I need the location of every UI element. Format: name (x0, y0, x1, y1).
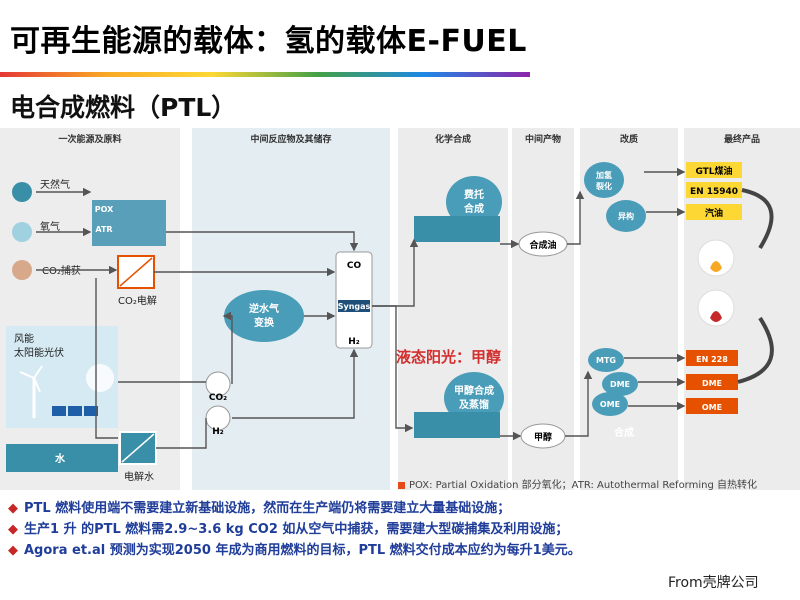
synthetic-oil-label: 合成油 (529, 239, 556, 251)
oxygen-label: 氧气 (40, 220, 60, 233)
h2-node-label: H₂ (212, 427, 224, 437)
ft-label-line1: 费托 (464, 188, 484, 201)
product-en15940-label: EN 15940 (690, 187, 738, 197)
methanol-label-line2: 及蒸馏 (459, 398, 489, 411)
product-gasoline-label: 汽油 (705, 207, 723, 219)
bullet-text: 生产1 升 的PTL 燃料需2.9~3.6 kg CO2 如从空气中捕获，需要建… (24, 522, 569, 537)
co2-node (205, 371, 231, 397)
water-electrolysis-label: 电解水 (124, 470, 154, 483)
diamond-bullet-icon: ◆ (8, 522, 18, 537)
hydrocracking-label-line1: 加氢 (595, 170, 612, 180)
water-label: 水 (54, 452, 66, 465)
product-en15940 (686, 182, 742, 198)
liquid-sunshine-callout: 液态阳光：甲醇 (396, 348, 502, 366)
natural-gas-label: 天然气 (40, 178, 70, 191)
column-header-intermediate-product: 中间产物 (525, 133, 561, 145)
co2-electrolysis-label: CO₂电解 (118, 294, 157, 307)
bullet-list: ◆ PTL 燃料使用端不需要建立新基础设施，然而在生产端仍将需要建立大量基础设施；… (8, 498, 798, 561)
methanol-synthesis-unit (444, 372, 504, 424)
product-gtl-label: GTL煤油 (695, 165, 732, 177)
rwgs-label-line1: 逆水气 (249, 302, 279, 315)
dme-unit-label: DME (610, 380, 630, 389)
methanol-label-line1: 甲醇合成 (454, 384, 494, 397)
synthesis-label: 合成 (613, 426, 634, 439)
ome-unit (592, 392, 628, 416)
bullet-item: ◆ PTL 燃料使用端不需要建立新基础设施，然而在生产端仍将需要建立大量基础设施； (8, 498, 798, 519)
ft-plant (414, 216, 500, 242)
product-en228-label: EN 228 (696, 355, 728, 364)
pox-unit (92, 200, 166, 246)
product-dme-label: DME (702, 379, 722, 388)
co-label: CO (347, 261, 362, 271)
product-gasoline (686, 204, 742, 220)
column-header-intermediate: 中间反应物及其储存 (250, 133, 331, 145)
pox-label: POX (95, 205, 114, 214)
mtg-label: MTG (596, 356, 616, 365)
product-ome (686, 398, 738, 414)
h2-label: H₂ (348, 337, 360, 347)
sun-icon (86, 364, 114, 392)
fuel-nozzle-icon (697, 289, 735, 327)
product-ome-label: OME (702, 403, 722, 412)
product-en228 (686, 350, 738, 366)
hydrocracking-label-line2: 裂化 (595, 181, 612, 191)
ome-unit-label: OME (600, 400, 620, 409)
product-dme (686, 374, 738, 390)
rwgs-unit (224, 290, 304, 342)
rainbow-divider (0, 72, 530, 77)
rwgs-label-line2: 变换 (254, 316, 275, 329)
column-header-upgrading: 改质 (620, 133, 638, 145)
source-credit: From壳牌公司 (668, 575, 759, 591)
dme-unit (602, 372, 638, 396)
solar-panel-icon (52, 406, 98, 416)
ptl-process-diagram: 一次能源及原料 中间反应物及其储存 化学合成 中间产物 改质 最终产品 风能 太… (0, 128, 800, 490)
ft-synthesis-unit (446, 176, 502, 228)
mtg-unit (588, 348, 624, 372)
natural-gas-icon (12, 182, 32, 202)
wind-label: 风能 (14, 332, 34, 345)
atr-label: ATR (95, 225, 112, 234)
column-header-synthesis: 化学合成 (435, 133, 471, 145)
page-title: 可再生能源的载体：氢的载体E-FUEL (10, 24, 527, 59)
co2-capture-icon (12, 260, 32, 280)
co2-node-label: CO₂ (209, 393, 227, 403)
legend-text: POX: Partial Oxidation 部分氧化；ATR: Autothe… (409, 480, 758, 491)
diamond-bullet-icon: ◆ (8, 501, 18, 516)
column-header-final-product: 最终产品 (724, 133, 760, 145)
fuel-nozzle-icon (697, 239, 735, 277)
solar-label: 太阳能光伏 (14, 346, 64, 359)
isomerization-label: 异构 (618, 211, 634, 221)
product-gtl (686, 162, 742, 178)
methanol-plant (414, 412, 500, 438)
syngas-label: Syngas (338, 302, 371, 311)
diamond-bullet-icon: ◆ (8, 543, 18, 558)
bullet-item: ◆ Agora et.al 预测为实现2050 年成为商用燃料的目标，PTL 燃料… (8, 540, 798, 561)
bullet-text: PTL 燃料使用端不需要建立新基础设施，然而在生产端仍将需要建立大量基础设施； (24, 501, 511, 516)
fuel-drop-icon (710, 261, 722, 272)
fuel-drop-icon (710, 311, 722, 322)
wind-turbine-icon (19, 365, 43, 418)
abbreviation-legend: POX: Partial Oxidation 部分氧化；ATR: Autothe… (398, 476, 757, 491)
bullet-item: ◆ 生产1 升 的PTL 燃料需2.9~3.6 kg CO2 如从空气中捕获，需要… (8, 519, 798, 540)
column-header-primary: 一次能源及原料 (58, 133, 121, 145)
legend-marker (398, 481, 405, 489)
ft-label-line2: 合成 (463, 202, 484, 215)
page-subtitle: 电合成燃料（PTL） (10, 93, 237, 122)
oxygen-icon (12, 222, 32, 242)
methanol-node-label: 甲醇 (534, 431, 552, 443)
bullet-text: Agora et.al 预测为实现2050 年成为商用燃料的目标，PTL 燃料交… (24, 543, 581, 558)
hydrocracking-unit (584, 162, 624, 198)
isomerization-unit (606, 200, 646, 232)
water-block (6, 444, 118, 472)
